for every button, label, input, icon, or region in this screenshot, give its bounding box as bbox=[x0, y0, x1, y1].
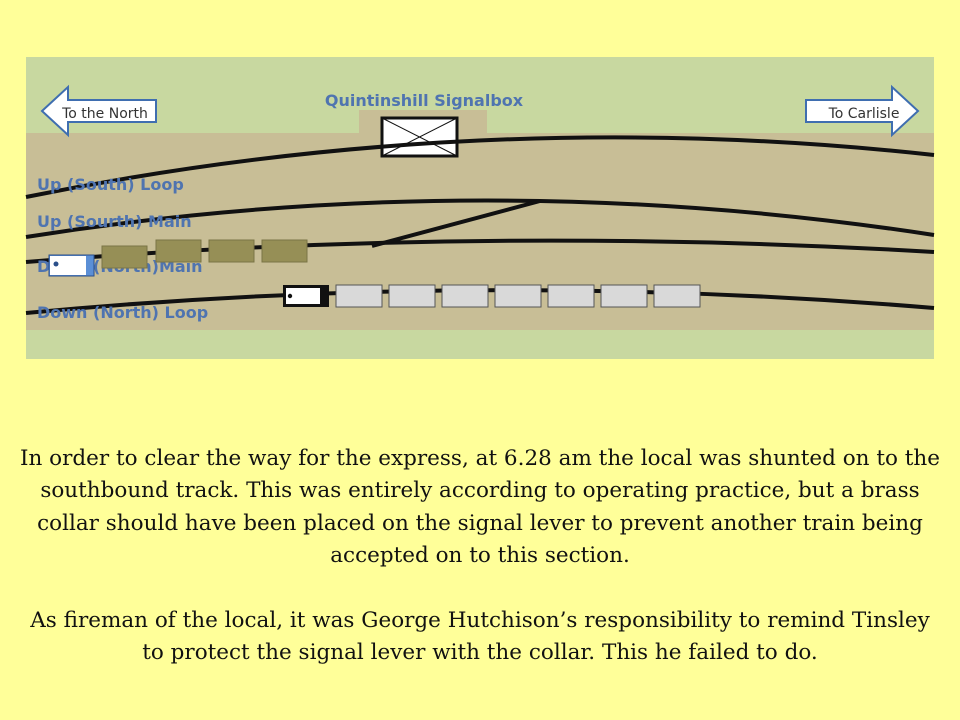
direction-label-north: To the North bbox=[61, 106, 148, 122]
express-train bbox=[283, 284, 701, 308]
arrow-left-icon bbox=[40, 84, 157, 138]
express-carriage bbox=[653, 284, 701, 308]
local-carriage bbox=[155, 239, 202, 263]
express-carriage bbox=[335, 284, 383, 308]
track-up-main bbox=[25, 198, 935, 239]
direction-label-carlisle: To Carlisle bbox=[828, 106, 900, 122]
crossover-points bbox=[371, 199, 541, 248]
express-carriage bbox=[388, 284, 436, 308]
caption-paragraph-2: As fireman of the local, it was George H… bbox=[30, 608, 930, 666]
local-carriage bbox=[208, 239, 255, 263]
local-carriage bbox=[101, 245, 148, 269]
signalbox-title: Quintinshill Signalbox bbox=[325, 91, 524, 110]
local-carriage bbox=[261, 239, 308, 263]
express-carriage bbox=[441, 284, 489, 308]
express-carriage bbox=[600, 284, 648, 308]
local-train bbox=[48, 239, 308, 277]
express-carriage bbox=[547, 284, 595, 308]
local-locomotive bbox=[48, 254, 95, 277]
signalbox-icon bbox=[380, 116, 459, 158]
track-label-up-main: Up (Sourth) Main bbox=[37, 212, 192, 231]
track-up-loop bbox=[25, 135, 935, 199]
arrow-right-icon bbox=[805, 84, 920, 138]
express-carriage bbox=[494, 284, 542, 308]
express-locomotive bbox=[283, 285, 329, 307]
caption-paragraph-1: In order to clear the way for the expres… bbox=[20, 446, 940, 568]
track-label-down-loop: Down (North) Loop bbox=[37, 303, 208, 322]
track-label-up-loop: Up (South) Loop bbox=[37, 175, 184, 194]
